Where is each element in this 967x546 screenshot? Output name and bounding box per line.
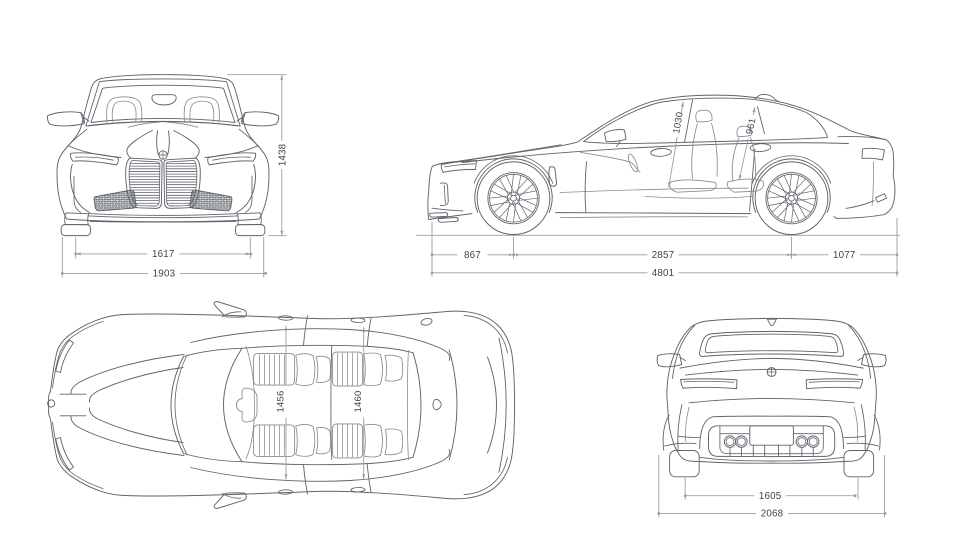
- svg-text:1456: 1456: [275, 391, 286, 413]
- svg-text:961: 961: [744, 117, 758, 135]
- svg-text:1903: 1903: [153, 269, 176, 280]
- svg-text:867: 867: [464, 250, 481, 261]
- svg-text:1460: 1460: [353, 391, 364, 413]
- svg-text:1438: 1438: [277, 143, 288, 166]
- svg-text:1030: 1030: [671, 111, 686, 134]
- svg-text:1617: 1617: [152, 249, 175, 260]
- svg-text:1605: 1605: [759, 491, 782, 502]
- svg-text:1077: 1077: [833, 250, 856, 261]
- svg-text:2857: 2857: [652, 250, 675, 261]
- svg-text:2068: 2068: [761, 509, 784, 520]
- svg-text:4801: 4801: [652, 268, 675, 279]
